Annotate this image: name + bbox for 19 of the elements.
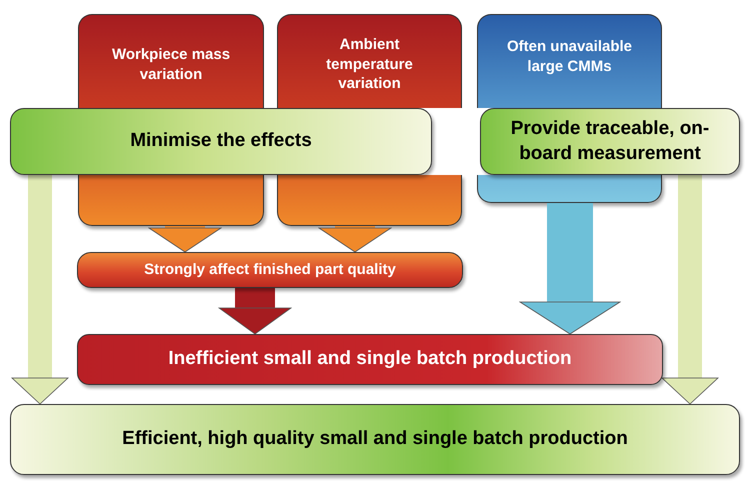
block-arrow — [662, 175, 718, 404]
process-box — [77, 334, 663, 385]
process-box — [77, 252, 463, 288]
process-box — [10, 404, 740, 475]
process-box — [480, 108, 740, 175]
block-arrow — [12, 175, 68, 404]
box-label: Efficient, high quality small and single batch production — [121, 427, 629, 452]
block-arrow — [218, 288, 292, 334]
block-arrow — [148, 226, 222, 252]
box-label: Often unavailable large CMMs — [506, 37, 634, 76]
block-arrow — [520, 203, 620, 334]
box-label: Provide traceable, on-board measurement — [510, 116, 710, 166]
box-label: Workpiece mass variation — [110, 45, 232, 84]
box-label: Minimise the effects — [129, 129, 313, 154]
box-label: Ambient temperature variation — [325, 35, 414, 94]
process-box — [10, 108, 432, 175]
box-label: Inefficient small and single batch production — [167, 347, 573, 372]
box-label: Strongly affect finished part quality — [143, 260, 397, 280]
block-arrow — [318, 226, 392, 252]
